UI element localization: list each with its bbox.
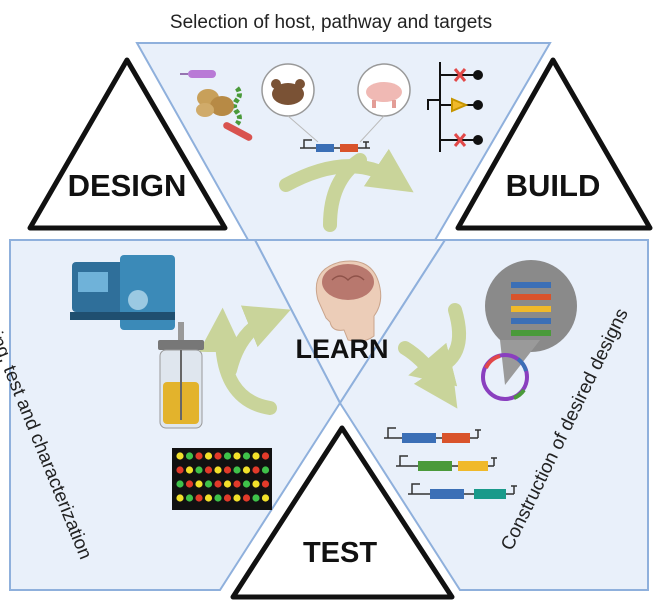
- microarray-spot: [176, 480, 184, 488]
- microarray-spot: [233, 480, 241, 488]
- microarray-spot: [195, 466, 203, 474]
- microarray-spot: [204, 452, 213, 460]
- microarray-spot: [261, 452, 270, 460]
- microarray-spot: [176, 452, 184, 460]
- microarray-spot: [195, 494, 203, 502]
- gene-circuit-icon: [427, 62, 483, 152]
- microarray-spot: [252, 494, 260, 502]
- microarray-spot: [185, 494, 194, 502]
- design-triangle: DESIGN: [27, 57, 228, 231]
- microarray-spot: [214, 466, 222, 474]
- microarray-spot: [223, 480, 232, 488]
- microarray-spot: [233, 452, 241, 460]
- microarray-spot: [223, 452, 232, 460]
- microarray-spot: [252, 466, 260, 474]
- microarray-spot: [242, 480, 251, 488]
- microarray-spot: [195, 452, 203, 460]
- microarray-spot: [233, 494, 241, 502]
- microarray-spot: [195, 480, 203, 488]
- microarray-spot: [261, 494, 270, 502]
- gene-construct-row-2: [396, 455, 497, 471]
- microarray-spot: [242, 452, 251, 460]
- potato-icon: [196, 89, 234, 117]
- microarray-spot: [261, 480, 270, 488]
- gene-construct-row-3: [408, 483, 517, 499]
- test-label: TEST: [303, 537, 377, 569]
- microarray-spot: [185, 480, 194, 488]
- mouse-icon: [261, 63, 315, 117]
- pig-icon: [357, 63, 411, 117]
- microarray-spot: [214, 480, 222, 488]
- zoom-lines: [287, 115, 385, 143]
- cycle-arrow-top: [279, 148, 414, 232]
- microarray-spot: [176, 494, 184, 502]
- design-label: DESIGN: [68, 168, 187, 203]
- microarray-spot: [185, 452, 194, 460]
- learn-label: LEARN: [296, 334, 389, 364]
- gene-construct-row-1: [384, 427, 481, 443]
- build-triangle: BUILD: [455, 57, 653, 231]
- microarray-spot: [242, 466, 251, 474]
- microarray-spot: [185, 466, 194, 474]
- microarray-spot: [252, 480, 260, 488]
- microarray-spot: [204, 494, 213, 502]
- microarray-spot: [214, 452, 222, 460]
- top-title: Selection of host, pathway and targets: [170, 12, 492, 33]
- plasmid-icon: [481, 353, 529, 401]
- gene-library-stack: [511, 282, 551, 336]
- microarray-spot: [223, 466, 232, 474]
- microarray-spot: [242, 494, 251, 502]
- test-triangle: TEST: [230, 425, 455, 600]
- mass-spec-icon: [70, 255, 175, 330]
- microarray-spot: [176, 466, 184, 474]
- microarray-spot: [261, 466, 270, 474]
- cycle-arrow-right: [398, 303, 467, 409]
- microarray-spot: [204, 480, 213, 488]
- gene-construct-top: [300, 139, 370, 152]
- microarray-spot: [252, 452, 260, 460]
- microarray-spot: [223, 494, 232, 502]
- microarray-spot: [233, 466, 241, 474]
- cycle-arrow-left: [198, 305, 291, 415]
- microbe-icon: [180, 70, 253, 141]
- microarray-spot: [214, 494, 222, 502]
- human-head-icon: [315, 260, 382, 342]
- microarray-spot: [204, 466, 213, 474]
- bioreactor-icon: [158, 322, 204, 429]
- build-label: BUILD: [506, 168, 601, 203]
- microarray-icon: [172, 448, 272, 510]
